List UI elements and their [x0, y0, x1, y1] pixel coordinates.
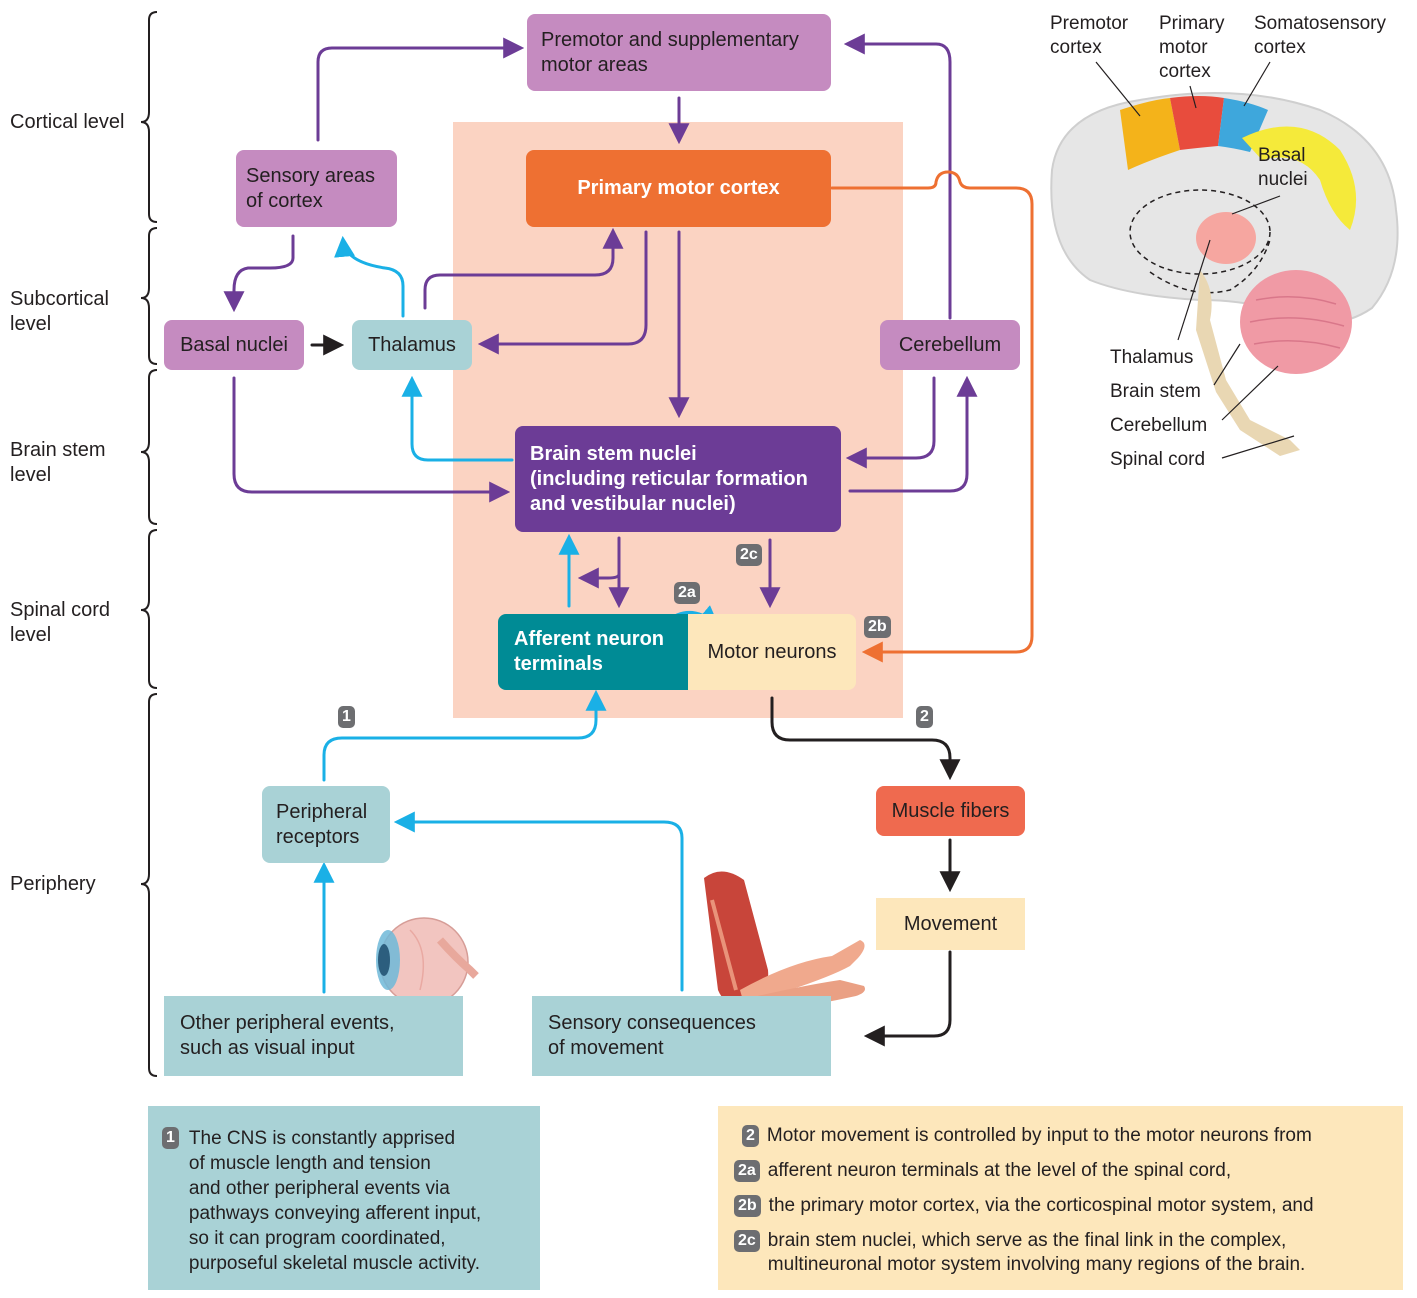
- motor-neurons-box: Motor neurons: [688, 614, 856, 690]
- bracket-subcortical: [140, 227, 158, 365]
- level-label-periphery: Periphery: [10, 873, 96, 895]
- bracket-cortical: [140, 11, 158, 223]
- primary-motor-cortex-box: Primary motor cortex: [526, 150, 831, 227]
- sensory-areas-label: Sensory areas of cortex: [246, 164, 375, 212]
- peripheral-receptors-box: Peripheral receptors: [262, 786, 390, 863]
- afferent-terminals-box: Afferent neuron terminals: [498, 614, 688, 690]
- arrow-consequences-to-receptors: [393, 811, 684, 992]
- step-badge-1: 1: [338, 706, 355, 728]
- thalamus-label: Thalamus: [368, 333, 456, 356]
- arrow-sensory-to-premotor: [316, 37, 525, 142]
- motor-neurons-label: Motor neurons: [707, 640, 837, 663]
- premotor-supplementary-label: Premotor and supplementary motor areas: [541, 28, 799, 76]
- note-2b-text: the primary motor cortex, via the cortic…: [768, 1195, 1314, 1216]
- peripheral-receptors-label: Peripheral receptors: [276, 800, 368, 848]
- basal-nuclei-label: Basal nuclei: [180, 333, 288, 356]
- arm-illustration: [704, 871, 865, 1012]
- level-label-subcortical: Subcortical level: [10, 288, 109, 335]
- primary-motor-cortex-label: Primary motor cortex: [577, 177, 780, 199]
- sensory-areas-box: Sensory areas of cortex: [236, 150, 397, 227]
- premotor-supplementary-box: Premotor and supplementary motor areas: [527, 14, 831, 91]
- note-2b-badge: 2b: [734, 1195, 761, 1217]
- afferent-terminals-label: Afferent neuron terminals: [514, 628, 664, 675]
- step-badge-2a: 2a: [674, 582, 700, 604]
- note-2-panel: 2 Motor movement is controlled by input …: [718, 1106, 1403, 1290]
- note-2-badge: 2: [742, 1125, 759, 1147]
- note-2-row: 2a afferent neuron terminals at the leve…: [734, 1159, 1393, 1183]
- basal-nuclei-box: Basal nuclei: [164, 320, 304, 370]
- cerebellum-label: Cerebellum: [898, 333, 1002, 356]
- brain-label-spinal-cord: Spinal cord: [1110, 449, 1206, 470]
- arrow-brainstem-to-afferent: [577, 536, 621, 589]
- brain-illustration: [1050, 61, 1399, 459]
- bracket-spinal: [140, 529, 158, 689]
- brain-label-cerebellum: Cerebellum: [1110, 415, 1208, 436]
- brainstem-nuclei-box: Brain stem nuclei (including reticular f…: [515, 426, 841, 532]
- arrow-cerebellum-to-brainstem: [845, 376, 936, 469]
- step-badge-2c: 2c: [736, 544, 762, 566]
- other-events-label: Other peripheral events, such as visual …: [180, 1012, 395, 1059]
- note-2a-text: afferent neuron terminals at the level o…: [767, 1160, 1232, 1181]
- movement-label: Movement: [903, 912, 998, 935]
- brain-label-basal-nuclei: Basal nuclei: [1258, 145, 1308, 190]
- note-2c-text: brain stem nuclei, which serve as the fi…: [767, 1230, 1306, 1275]
- brain-label-primary-motor: Primary motor cortex: [1159, 13, 1225, 82]
- spinal-neuron-box: Afferent neuron terminals Motor neurons: [498, 614, 856, 690]
- note-1-badge: 1: [162, 1127, 179, 1149]
- arrow-motor-to-muscle: [770, 696, 961, 781]
- bracket-brainstem: [140, 369, 158, 525]
- note-1-panel: 1 The CNS is constantly apprised of musc…: [148, 1106, 540, 1290]
- note-2-row: 2 Motor movement is controlled by input …: [734, 1124, 1393, 1148]
- arrow-cerebellum-to-premotor: [843, 33, 952, 320]
- muscle-fibers-label: Muscle fibers: [891, 799, 1010, 822]
- note-2c-badge: 2c: [734, 1230, 760, 1252]
- sensory-consequences-label: Sensory consequences of movement: [548, 1012, 756, 1059]
- muscle-fibers-box: Muscle fibers: [876, 786, 1025, 836]
- brain-label-premotor: Premotor cortex: [1050, 13, 1129, 58]
- sensory-consequences-box: Sensory consequences of movement: [532, 996, 831, 1076]
- arrow-thalamus-to-primary: [423, 227, 624, 310]
- level-label-spinal: Spinal cord level: [10, 599, 111, 646]
- arrow-receptors-to-afferent: [322, 689, 607, 782]
- eye-illustration: [376, 917, 479, 1007]
- brainstem-nuclei-label: Brain stem nuclei (including reticular f…: [530, 442, 808, 515]
- step-badge-2b: 2b: [864, 616, 891, 638]
- level-label-cortical: Cortical level: [10, 111, 125, 133]
- arrow-movement-to-consequences: [863, 950, 952, 1047]
- arrow-basal-to-brainstem: [232, 376, 511, 503]
- arrow-primary-to-thalamus: [477, 230, 648, 355]
- note-2-text: Motor movement is controlled by input to…: [766, 1125, 1312, 1146]
- thalamus-box: Thalamus: [352, 320, 472, 370]
- brain-label-brain-stem: Brain stem: [1110, 381, 1201, 402]
- note-2-row: 2c brain stem nuclei, which serve as the…: [734, 1229, 1393, 1277]
- brain-label-thalamus: Thalamus: [1110, 347, 1194, 368]
- other-events-box: Other peripheral events, such as visual …: [164, 996, 463, 1076]
- level-label-brainstem: Brain stem level: [10, 439, 106, 486]
- note-1-text: The CNS is constantly apprised of muscle…: [188, 1128, 482, 1274]
- cerebellum-box: Cerebellum: [880, 320, 1020, 370]
- note-2a-badge: 2a: [734, 1160, 760, 1182]
- arrow-sensory-to-basal: [223, 234, 295, 313]
- arrow-thalamus-to-sensory: [334, 235, 405, 318]
- step-badge-2: 2: [916, 706, 933, 728]
- arrow-brainstem-to-cerebellum: [848, 375, 978, 493]
- brain-label-somatosensory: Somatosensory cortex: [1254, 13, 1387, 58]
- bracket-periphery: [140, 693, 158, 1077]
- arrow-brainstem-to-thalamus: [401, 375, 514, 462]
- note-2-row: 2b the primary motor cortex, via the cor…: [734, 1194, 1393, 1218]
- arrow-primary-to-motor-2b: [830, 170, 1034, 663]
- movement-box: Movement: [876, 898, 1025, 950]
